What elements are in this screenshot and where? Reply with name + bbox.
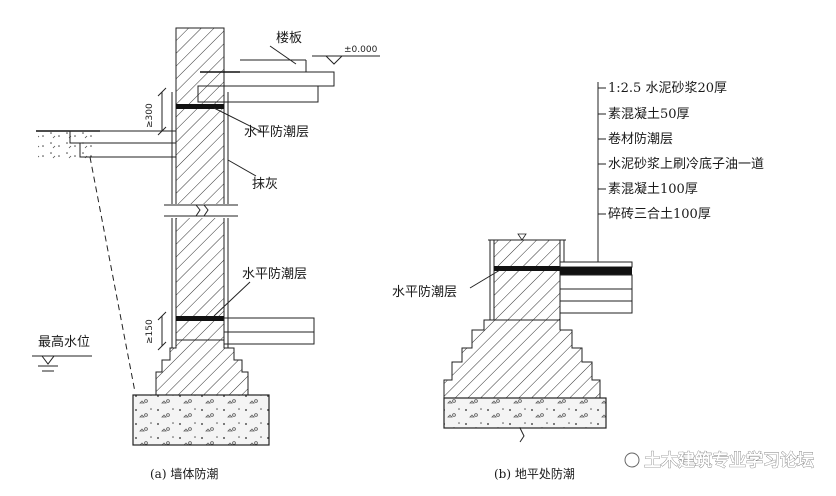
elevation-text: ±0.000 [344, 45, 378, 55]
caption-b: (b) 地平处防潮 [494, 466, 575, 481]
wall-body [164, 27, 238, 352]
floor-slab-label: 楼板 [276, 31, 302, 46]
foundation-base-b [443, 397, 607, 429]
caption-a: (a) 墙体防潮 [150, 466, 218, 481]
floor-slab [197, 59, 335, 103]
dpc-lower-band [176, 316, 224, 321]
layer-ticks [598, 87, 606, 215]
stepped-footing-b [443, 319, 601, 399]
water-pressure-line [89, 156, 136, 393]
dpc-lower-label: 水平防潮层 [242, 266, 307, 282]
layer-5: 素混凝土100厚 [608, 181, 698, 197]
layer-4: 水泥砂浆上刷冷底子油一道 [608, 156, 764, 172]
dimension-upper: ≥300 [145, 87, 167, 136]
highest-water-label: 最高水位 [38, 334, 90, 350]
dpc-label-b: 水平防潮层 [392, 284, 457, 300]
elevation-marker: ±0.000 [312, 45, 380, 65]
interior-floor-lower [223, 317, 315, 345]
layer-3: 卷材防潮层 [608, 131, 673, 147]
stepped-footing [155, 339, 249, 396]
ground-surface [36, 130, 100, 160]
dpc-band-b [494, 266, 560, 271]
figure-b: 1:2.5 水泥砂浆20厚 素混凝土50厚 卷材防潮层 水泥砂浆上刷冷底子油一道… [392, 81, 764, 481]
watermark: 土木建筑专业学习论坛 [624, 450, 814, 471]
watermark-text: 土木建筑专业学习论坛 [644, 450, 814, 471]
layer-6: 碎砖三合土100厚 [608, 207, 711, 222]
layer-2: 素混凝土50厚 [608, 106, 690, 122]
layer-1: 1:2.5 水泥砂浆20厚 [608, 81, 727, 96]
dim-lower-text: ≥150 [145, 319, 155, 344]
dim-upper-text: ≥300 [145, 103, 155, 128]
highest-water-mark: 最高水位 [32, 334, 92, 372]
floor-layers-b [559, 261, 633, 314]
foundation-base [132, 394, 270, 446]
figure-a: ±0.000 楼板 水平防潮层 抹灰 水平防潮层 ≥300 ≥150 [32, 27, 380, 481]
dpc-upper-band [176, 104, 224, 109]
plaster-label: 抹灰 [252, 177, 278, 192]
dpc-upper-label: 水平防潮层 [244, 124, 309, 140]
wall-b [493, 239, 561, 321]
dimension-lower: ≥150 [145, 311, 167, 351]
